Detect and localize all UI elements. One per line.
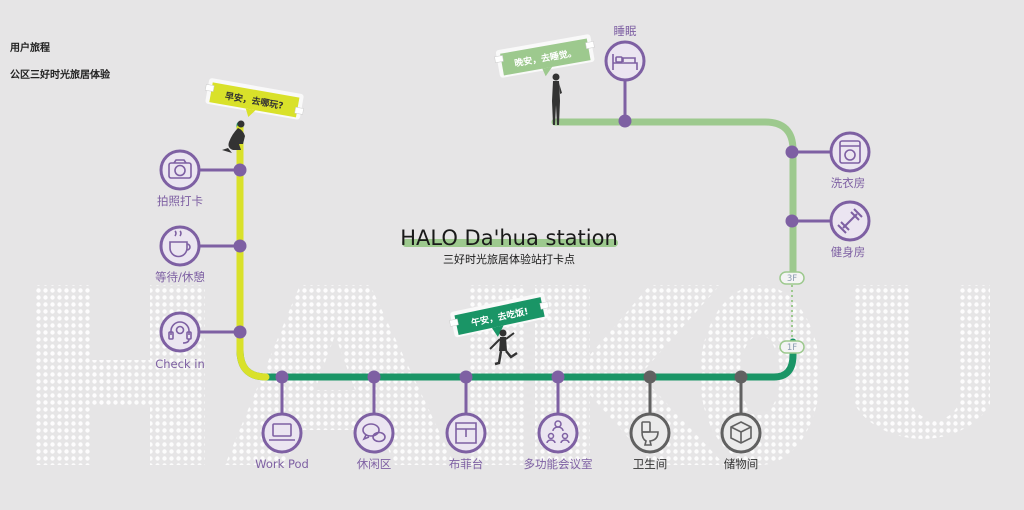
dumbbell-icon bbox=[837, 208, 863, 234]
camera-icon bbox=[168, 159, 192, 179]
station-gym[interactable]: 健身房 bbox=[785, 200, 871, 259]
floor-marker-3f: 3F bbox=[779, 271, 805, 285]
coffee-cup-icon bbox=[169, 230, 191, 258]
route-line-yellow bbox=[236, 124, 270, 381]
title-underline bbox=[402, 239, 618, 247]
station-wait-label: 等待/休憩 bbox=[155, 270, 205, 284]
map-subtitle: 三好时光旅居体验站打卡点 bbox=[443, 252, 575, 266]
station-storage-label: 储物间 bbox=[724, 457, 759, 471]
station-workpod-label: Work Pod bbox=[255, 457, 309, 471]
station-storage[interactable]: 储物间 bbox=[720, 370, 762, 472]
laptop-icon bbox=[269, 423, 295, 441]
journey-subtitle: 公区三好时光旅居体验 bbox=[10, 70, 110, 81]
station-meeting-label: 多功能会议室 bbox=[524, 457, 593, 471]
station-wait[interactable]: 等待/休憩 bbox=[155, 225, 247, 284]
svg-text:3F: 3F bbox=[787, 274, 797, 284]
station-restroom-label: 卫生间 bbox=[633, 457, 668, 471]
bubble-night: 晚安，去睡觉。 bbox=[494, 34, 595, 78]
station-restroom[interactable]: 卫生间 bbox=[629, 370, 671, 472]
station-checkin-label: Check in bbox=[155, 357, 205, 371]
bubble-morning: 早安，去哪玩? bbox=[205, 78, 304, 120]
station-buffet-label: 布菲台 bbox=[449, 457, 484, 471]
person-sitting-figure bbox=[222, 120, 245, 153]
svg-text:1F: 1F bbox=[787, 343, 797, 353]
station-lounge-label: 休闲区 bbox=[357, 457, 392, 471]
station-buffet[interactable]: 布菲台 bbox=[445, 370, 487, 472]
person-standing-figure bbox=[552, 73, 562, 125]
station-sleep-label: 睡眠 bbox=[614, 24, 637, 38]
journey-label: 用户旅程 bbox=[10, 43, 50, 54]
toilet-icon bbox=[641, 421, 659, 446]
station-gym-label: 健身房 bbox=[831, 245, 866, 259]
meeting-people-icon bbox=[546, 420, 570, 444]
headset-icon bbox=[168, 321, 192, 344]
bubble-noon: 午安，去吃饭! bbox=[449, 292, 550, 338]
station-meeting[interactable]: 多功能会议室 bbox=[524, 370, 593, 472]
floor-marker-1f: 1F bbox=[779, 340, 805, 354]
station-checkin[interactable]: Check in bbox=[155, 311, 247, 371]
station-photo-label: 拍照打卡 bbox=[157, 194, 203, 208]
station-photo[interactable]: 拍照打卡 bbox=[157, 149, 247, 208]
washing-machine-icon bbox=[839, 140, 861, 164]
chat-bubbles-icon bbox=[362, 423, 386, 443]
station-laundry[interactable]: 洗衣房 bbox=[785, 131, 871, 190]
map-title: HALO Da'hua station bbox=[400, 226, 618, 250]
station-sleep[interactable]: 睡眠 bbox=[604, 24, 646, 128]
buffet-counter-icon bbox=[455, 422, 477, 444]
person-jumping-figure bbox=[489, 329, 518, 366]
station-lounge[interactable]: 休闲区 bbox=[353, 370, 395, 472]
box-icon bbox=[730, 421, 752, 444]
station-workpod[interactable]: Work Pod bbox=[255, 370, 309, 472]
bed-icon bbox=[612, 54, 638, 70]
station-laundry-label: 洗衣房 bbox=[831, 176, 866, 190]
